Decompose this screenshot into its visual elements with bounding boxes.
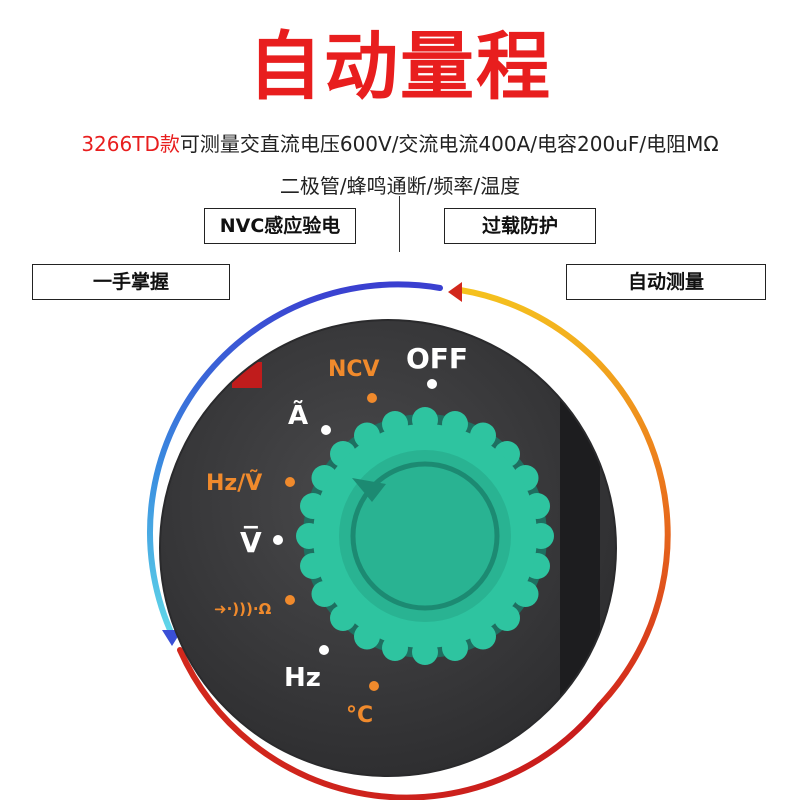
- headline: 自动量程: [248, 24, 552, 110]
- dot-off: [427, 379, 437, 389]
- panel-red-mark: [232, 362, 262, 388]
- feature-tag-auto-measure: 自动测量: [566, 264, 766, 300]
- feature-tag-nvc: NVC感应验电: [204, 208, 356, 244]
- label-dc-voltage: V̅: [240, 525, 262, 559]
- spec-text-1: 可测量交直流电压600V/交流电流400A/电容200uF/电阻MΩ: [179, 132, 719, 156]
- knob-inner-ring: [350, 461, 500, 611]
- label-ncv: NCV: [328, 357, 380, 382]
- arc-bottom: [177, 647, 603, 800]
- arrow-head-top: [448, 282, 462, 302]
- label-temperature: °C: [346, 703, 373, 728]
- label-off: OFF: [406, 342, 468, 375]
- spec-line-1: 3266TD款可测量交直流电压600V/交流电流400A/电容200uF/电阻M…: [0, 130, 800, 158]
- spec-line-2: 二极管/蜂鸣通断/频率/温度: [279, 174, 521, 198]
- dot-ncv: [367, 393, 377, 403]
- label-hz-ac-voltage: Hz/Ṽ: [206, 470, 262, 496]
- knob-pointer-arrow: [352, 478, 386, 502]
- label-diode-buzzer-ohm: ➜·)))·Ω: [214, 600, 272, 618]
- model-name: 3266TD款: [81, 132, 180, 156]
- feature-tag-one-hand: 一手掌握: [32, 264, 230, 300]
- dot-diode-buzzer-ohm: [285, 595, 295, 605]
- dot-hz-ac-voltage: [285, 477, 295, 487]
- dot-hz: [319, 645, 329, 655]
- dot-ac-current: [321, 425, 331, 435]
- feature-tag-overload: 过载防护: [444, 208, 596, 244]
- label-ac-current: Ã: [288, 399, 308, 431]
- dot-temperature: [369, 681, 379, 691]
- arc-right: [457, 287, 671, 708]
- arc-left: [147, 281, 443, 633]
- dot-dc-voltage: [273, 535, 283, 545]
- rotary-knob: [296, 407, 554, 665]
- label-hz: Hz: [284, 663, 321, 693]
- connector-line: [399, 196, 400, 252]
